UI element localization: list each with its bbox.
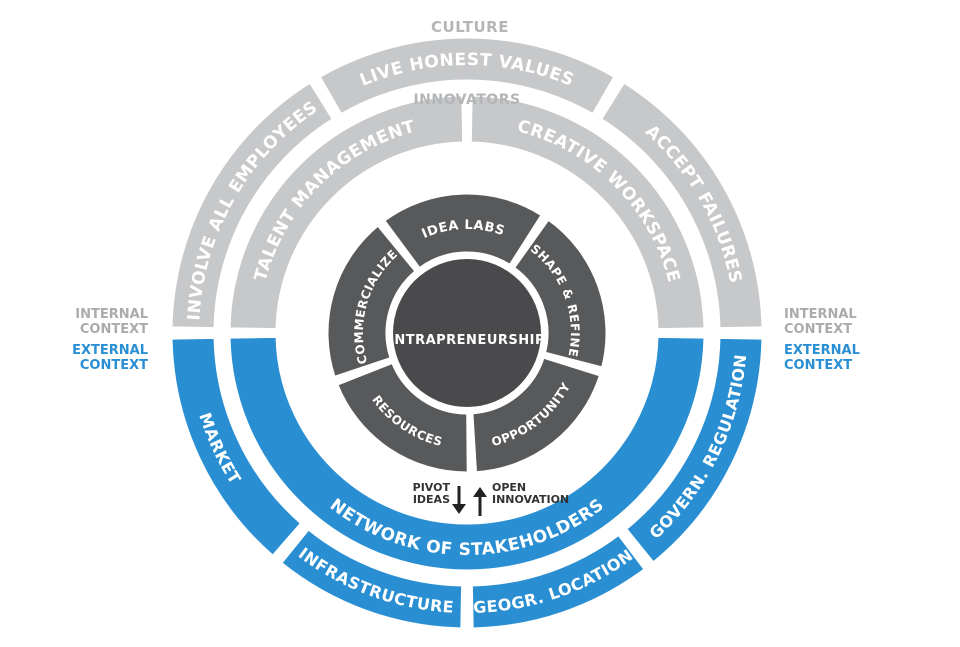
segment-talent-management: [227, 93, 466, 332]
segment-geogr-location: [469, 532, 648, 631]
segment-govern-regulation: [623, 335, 765, 566]
rings-group: [169, 35, 765, 631]
flow-arrows: [452, 486, 487, 516]
cycle-step-idea-labs: [381, 191, 545, 271]
open-innovation-arrowhead: [473, 487, 487, 497]
intrapreneurship-label: INTRAPRENEURSHIP: [389, 333, 545, 348]
segment-network-of-stakeholders: [227, 334, 707, 573]
segment-market: [169, 335, 304, 559]
segment-accept-failures: [598, 79, 765, 331]
cycle-step-resources: [334, 360, 470, 475]
segment-live-honest-values: [316, 35, 618, 117]
segment-involve-all-employees: [169, 79, 336, 331]
pivot-arrowhead: [452, 504, 466, 514]
cycle-step-shape-refine: [511, 216, 609, 370]
segment-infrastructure: [278, 526, 465, 631]
ring-labels-group: CULTURE INNOVATORS INTRAPRENEURSHIP: [389, 18, 545, 348]
segment-creative-workspace: [468, 93, 707, 332]
cycle-step-commercialize: [325, 222, 419, 380]
intrapreneurship-core: [393, 259, 541, 407]
culture-title: CULTURE: [431, 18, 509, 36]
cycle-step-opportunity: [470, 355, 603, 475]
innovators-title: INNOVATORS: [413, 92, 520, 108]
